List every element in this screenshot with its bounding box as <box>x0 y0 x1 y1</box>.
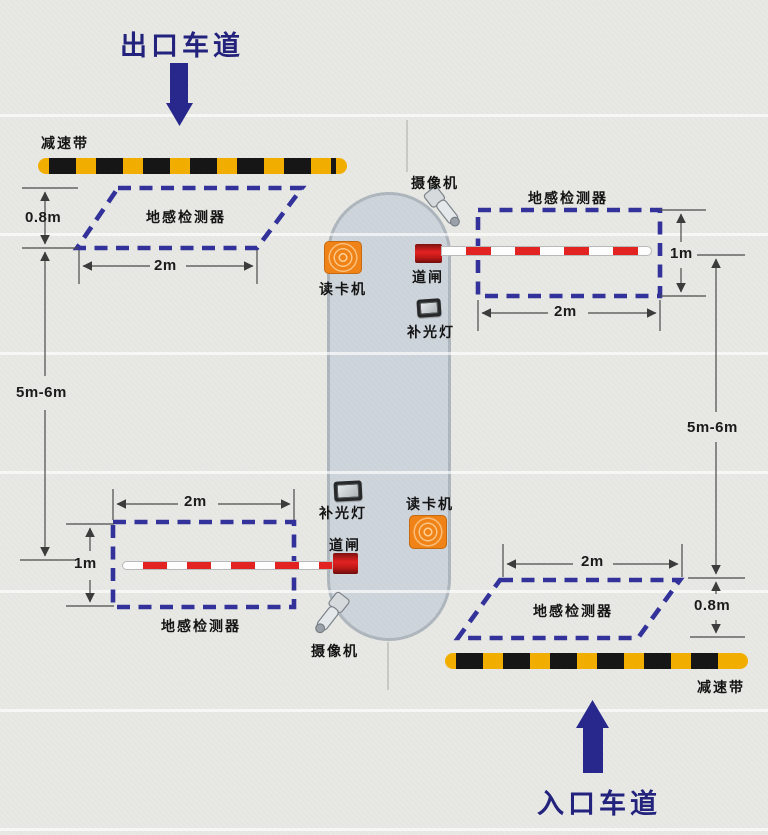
camera-label-top: 摄像机 <box>411 175 459 191</box>
speed-bump-stripes <box>49 158 336 174</box>
card-reader-bottom <box>409 515 447 549</box>
speed-bump-top <box>38 158 347 174</box>
dim-5m-6m-right: 5m-6m <box>687 419 738 436</box>
barrier-label-bottom: 道闸 <box>329 537 361 553</box>
speed-bump-label-bottom: 减速带 <box>697 679 745 695</box>
fill-light-screen <box>336 483 360 499</box>
fill-light-label-top: 补光灯 <box>407 324 455 340</box>
dim-2m-bottom-left: 2m <box>184 493 207 510</box>
exit-lane-title: 出口车道 <box>120 31 244 61</box>
barrier-label-top: 道闸 <box>412 269 444 285</box>
barrier-arm-bottom <box>122 561 333 570</box>
detector-label-entry: 地感检测器 <box>533 603 613 619</box>
dim-5m-6m-left: 5m-6m <box>16 384 67 401</box>
fill-light-bottom-icon <box>333 480 363 502</box>
lane-hairlines <box>387 120 408 690</box>
entry-arrow-up-icon <box>576 700 609 773</box>
entry-lane-title: 入口车道 <box>537 789 661 819</box>
barrier-arm-top <box>441 246 652 256</box>
camera-bottom-icon <box>315 591 350 634</box>
speed-bump-bottom <box>445 653 748 669</box>
fill-light-label-bottom: 补光灯 <box>319 505 367 521</box>
dim-1m-bottom-left: 1m <box>74 555 97 572</box>
speed-bump-label-top: 减速带 <box>41 135 89 151</box>
exit-arrow-down-icon <box>166 63 193 126</box>
detector-label-bottom-left: 地感检测器 <box>161 618 241 634</box>
card-reader-top <box>324 241 362 274</box>
dim-2m-top-right: 2m <box>554 303 577 320</box>
fill-light-screen <box>419 301 439 315</box>
barrier-gate-box-top <box>415 244 442 263</box>
dim-0-8m-left: 0.8m <box>25 209 62 226</box>
barrier-gate-box-bottom <box>333 553 358 574</box>
camera-label-bottom: 摄像机 <box>311 643 359 659</box>
card-reader-label-top: 读卡机 <box>319 281 367 297</box>
dim-0-8m-right: 0.8m <box>694 597 731 614</box>
dim-2m-bottom-right: 2m <box>581 553 604 570</box>
speed-bump-stripes <box>456 653 737 669</box>
detector-label-top-right: 地感检测器 <box>528 190 608 206</box>
detector-label-exit: 地感检测器 <box>146 209 226 225</box>
card-reader-label-bottom: 读卡机 <box>406 496 454 512</box>
dim-2m-top-left: 2m <box>154 257 177 274</box>
fill-light-top-icon <box>416 298 442 318</box>
dim-1m-top-right: 1m <box>670 245 693 262</box>
